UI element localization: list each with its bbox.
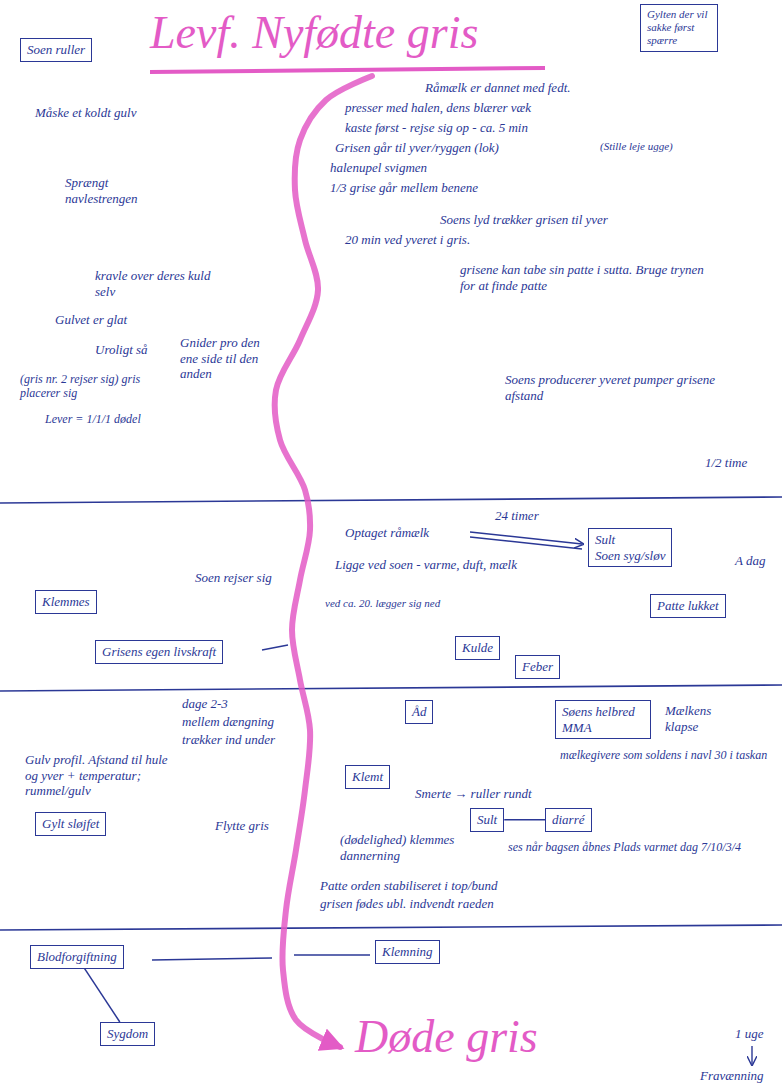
note-text: (dødelighed) klemmes dannerning <box>340 832 490 863</box>
note-box: Klemt <box>345 765 390 789</box>
note-text: presser med halen, dens blærer væk <box>345 100 531 116</box>
box-text: Patte lukket <box>657 598 719 614</box>
note-box: Gylten der vil sakke først spærre <box>640 4 718 52</box>
note-box: SultSoen syg/sløv <box>588 528 672 567</box>
note-text: Grisen går til yver/ryggen (lok) <box>335 140 499 156</box>
note-text: Flytte gris <box>215 818 275 834</box>
note-text: trækker ind under <box>182 732 275 748</box>
connector-line <box>85 969 120 1022</box>
note-text: Ligge ved soen - varme, duft, mælk <box>335 557 517 573</box>
note-box: Gylt sløjfet <box>35 812 106 836</box>
note-text: mælkegivere som soldens i navl 30 i task… <box>560 748 775 762</box>
note-text: grisen fødes ubl. indvendt raeden <box>320 896 494 912</box>
note-text: Mælkens klapse <box>665 703 745 734</box>
double-arrow <box>470 537 582 549</box>
leader-line <box>294 954 370 955</box>
note-text: 1/2 time <box>705 455 747 471</box>
note-box: Kulde <box>455 636 500 660</box>
note-text: Patte orden stabiliseret i top/bund <box>320 878 497 894</box>
note-text: (Stille leje ugge) <box>600 140 685 153</box>
note-text: ved ca. 20. lægger sig ned <box>325 597 440 610</box>
note-text: kravle over deres kuld selv <box>95 268 220 299</box>
divider-rule <box>0 925 782 930</box>
divider-rule <box>0 497 782 503</box>
note-text: Uroligt så <box>95 342 173 358</box>
box-text: Klemt <box>352 769 383 785</box>
note-text: 24 timer <box>495 508 539 524</box>
note-box: Patte lukket <box>650 594 726 618</box>
note-box: Blodforgiftning <box>30 945 124 969</box>
note-text: Sprængt navlestrengen <box>65 175 175 206</box>
note-text: Smerte → ruller rundt <box>415 786 532 802</box>
note-box: diarré <box>545 808 592 832</box>
note-text: halenupel svigmen <box>330 160 427 176</box>
box-text: Sult <box>477 812 497 828</box>
box-text: Feber <box>522 659 553 675</box>
note-text: 1 uge <box>735 1026 764 1042</box>
note-text: Fravænning <box>700 1068 764 1084</box>
box-text: Soen ruller <box>27 42 85 58</box>
leader-line <box>152 958 272 960</box>
note-text: Råmælk er dannet med fedt. <box>425 80 571 96</box>
connector-line <box>504 819 545 821</box>
note-box: Grisens egen livskraft <box>95 640 223 664</box>
note-box: Klemmes <box>35 590 97 614</box>
note-box: Søens helbred MMA <box>555 700 651 739</box>
title-text: Levf. Nyfødte gris <box>150 8 478 59</box>
box-text: Grisens egen livskraft <box>102 644 216 660</box>
note-text: dage 2-3 <box>182 696 228 712</box>
note-text: 1/3 grise går mellem benene <box>330 180 478 196</box>
box-text: Gylt sløjfet <box>42 816 99 832</box>
note-text: Gulv profil. Afstand til hule og yver + … <box>25 752 175 799</box>
note-text: Optaget råmælk <box>345 525 429 541</box>
leader-line <box>262 645 288 650</box>
timeline-arrow <box>751 1046 752 1064</box>
note-text: kaste først - rejse sig op - ca. 5 min <box>345 120 528 136</box>
note-text: ses når bagsen åbnes Plads varmet dag 7/… <box>508 840 743 854</box>
box-text: Sult <box>595 532 665 548</box>
note-box: Åd <box>405 700 433 724</box>
title-underline <box>150 68 545 72</box>
note-text: Soens lyd trækker grisen til yver <box>440 212 608 228</box>
note-text: Soen rejser sig <box>195 570 275 586</box>
note-text: Lever = 1/1/1 dødel <box>45 412 160 426</box>
box-text: Kulde <box>462 640 493 656</box>
note-text: (gris nr. 2 rejser sig) gris placerer si… <box>20 372 170 401</box>
box-text: Sygdom <box>107 1026 148 1042</box>
end-label: Døde gris <box>355 1012 538 1063</box>
double-arrow <box>470 532 582 544</box>
note-box: Sygdom <box>100 1022 155 1046</box>
note-text: mellem dængning <box>182 714 274 730</box>
box-text: Gylten der vil sakke først spærre <box>647 8 711 48</box>
note-box: Klemning <box>375 940 440 964</box>
box-text: Blodforgiftning <box>37 949 117 965</box>
box-text: Soen syg/sløv <box>595 548 665 564</box>
note-text: Måske et koldt gulv <box>35 105 145 121</box>
box-text: Klemmes <box>42 594 90 610</box>
divider-rule <box>0 685 782 691</box>
box-text: diarré <box>552 812 585 828</box>
box-text: Klemning <box>382 944 433 960</box>
box-text: Åd <box>412 704 426 720</box>
note-text: Gnider pro den ene side til den anden <box>180 335 260 382</box>
note-text: 20 min ved yveret i gris. <box>345 232 470 248</box>
note-box: Soen ruller <box>20 38 92 62</box>
box-text: Søens helbred MMA <box>562 704 644 735</box>
note-box: Feber <box>515 655 560 679</box>
note-box: Sult <box>470 808 504 832</box>
note-text: grisene kan tabe sin patte i sutta. Brug… <box>460 262 720 293</box>
note-text: A dag <box>735 553 765 569</box>
note-text: Soens producerer yveret pumper grisene a… <box>505 372 735 403</box>
note-text: Gulvet er glat <box>55 312 165 328</box>
